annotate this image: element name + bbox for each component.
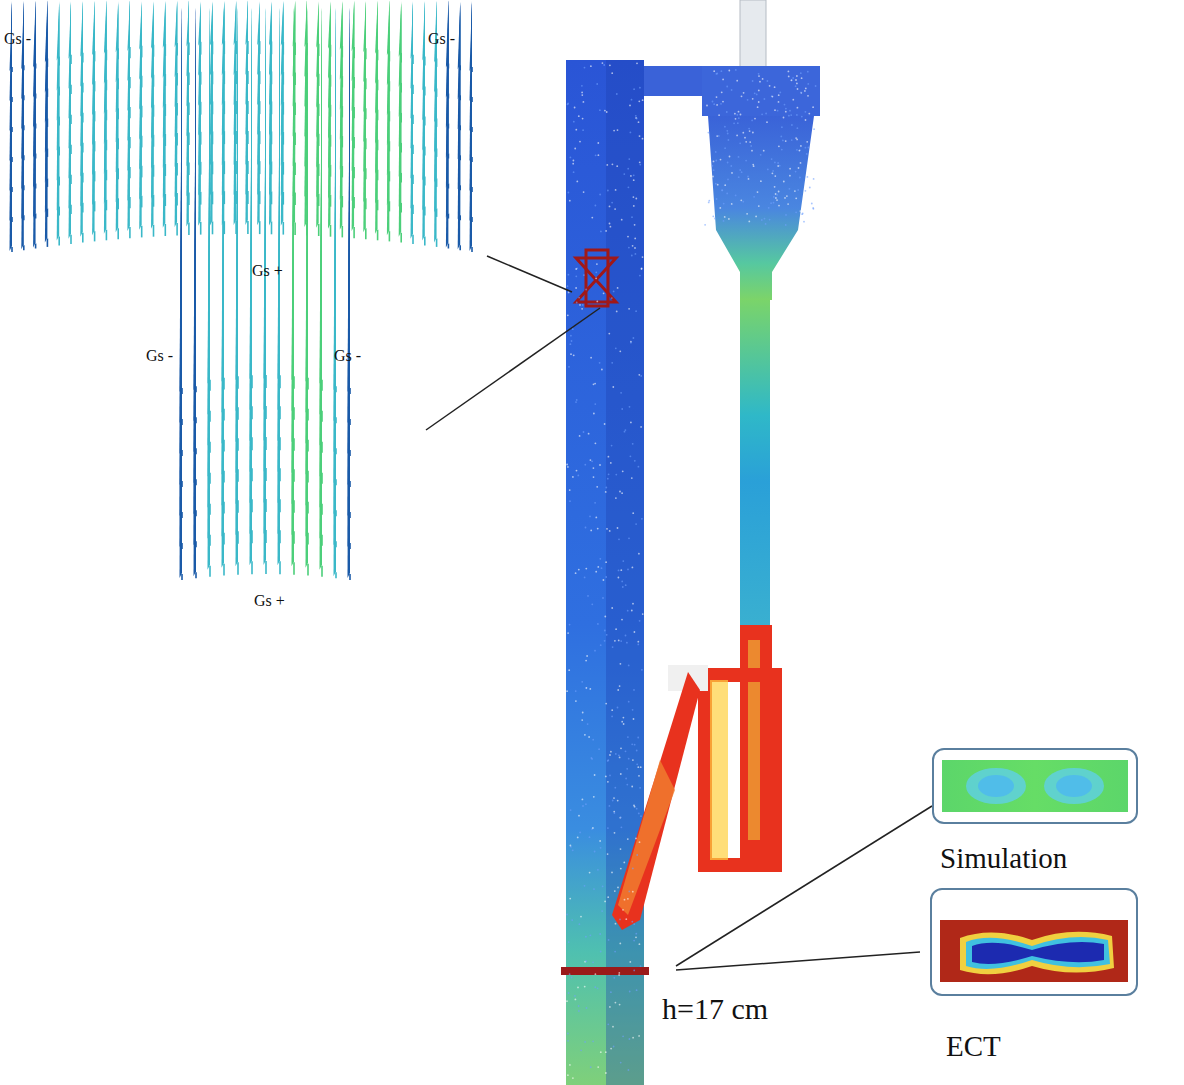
flux-label: Gs + [254,592,285,610]
panel-title: Simulation [940,842,1138,875]
flux-label: Gs + [252,262,283,280]
flux-label: Gs - [334,347,361,365]
height-label: h=17 cm [662,992,768,1026]
simulation-panel: Simulation [932,748,1138,875]
ect-panel: ECT [930,888,1138,1063]
flux-label: Gs - [428,30,455,48]
flux-label: Gs - [4,30,31,48]
panel-frame [932,748,1138,824]
flux-label: Gs - [146,347,173,365]
cross-section-image [932,890,1136,994]
panel-frame [930,888,1138,996]
cross-section-image [934,750,1136,822]
panel-title: ECT [946,1030,1138,1063]
